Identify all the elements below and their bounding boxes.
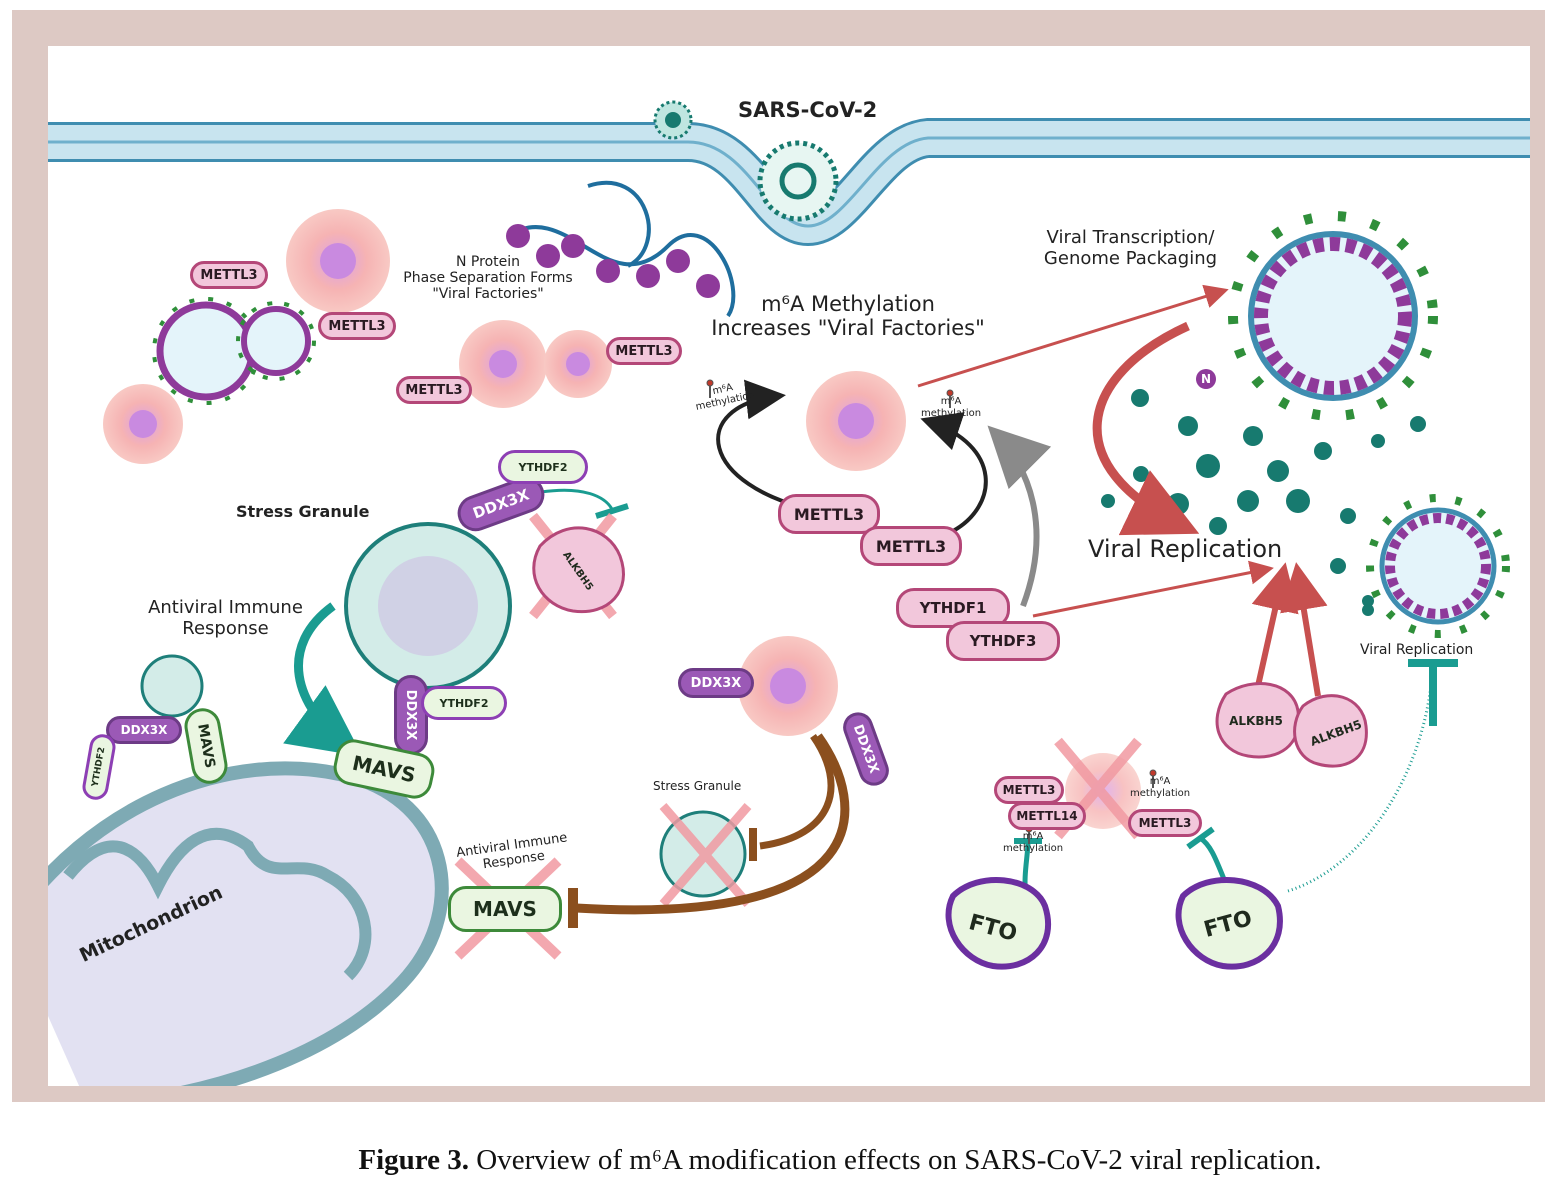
m6a-title-line-2: Increases "Viral Factories" [711, 316, 985, 341]
m6a-tag-fto-right-line-2: methylation [1130, 787, 1191, 799]
n-protein-line-3: "Viral Factories" [432, 286, 544, 303]
m6a-tag-right: m⁶A methylation [921, 396, 981, 419]
mettl3-pill-top-1: METTL3 [190, 261, 268, 289]
n-protein-rna-cluster-icon [506, 181, 736, 318]
antiviral-line-2: Response [182, 617, 269, 639]
virion-left-2-icon [236, 301, 316, 381]
alkbh5-blob-icon [532, 526, 1368, 768]
replication-arrows [917, 284, 1328, 697]
stress-granule-small-label: Stress Granule [653, 779, 742, 793]
viral-factory-center-icon [806, 371, 906, 471]
mettl3-pill-top-3: METTL3 [396, 376, 472, 404]
virion-small-icon [653, 100, 693, 140]
stress-granule-inhibited-icon [659, 803, 752, 907]
virion-swarm-icon [1101, 389, 1426, 616]
virion-medium-right-icon [1366, 494, 1510, 638]
viral-factory-1-icon [286, 209, 390, 313]
m6a-methylation-title: m⁶A Methylation Increases "Viral Factori… [698, 292, 998, 340]
m6a-tag-fto-left: m⁶A methylation [1003, 831, 1063, 854]
caption-text: Overview of m⁶A modification effects on … [476, 1144, 1322, 1176]
viral-factory-3-icon [544, 330, 612, 398]
m6a-tag-right-line-1: m⁶A [940, 396, 962, 407]
mettl3-pill-cycle-2: METTL3 [860, 526, 962, 566]
n-protein-line-1: N Protein [456, 254, 520, 270]
mettl3-pill-top-4: METTL3 [606, 337, 682, 365]
immune-response-arrows [283, 488, 629, 757]
viral-factory-2-icon [459, 320, 547, 408]
m6a-tag-fto-right: m⁶A methylation [1130, 776, 1190, 799]
m6a-tag-fto-right-line-1: m⁶A [1149, 776, 1171, 787]
mettl14-pill-fto: METTL14 [1008, 802, 1086, 830]
virion-large-right-icon [1228, 211, 1438, 421]
viral-factory-ddx3x-icon [738, 636, 838, 736]
m6a-tag-fto-left-line-1: m⁶A [1022, 831, 1044, 842]
viral-replication-label: Viral Replication [1088, 535, 1283, 563]
stress-granule-small-icon [140, 654, 204, 718]
caption-figure-label: Figure 3. [358, 1144, 470, 1176]
mettl3-pill-fto-right: METTL3 [1128, 809, 1202, 837]
ythdf3-pill: YTHDF3 [946, 621, 1060, 661]
ythdf2-pill-mavs: YTHDF2 [421, 686, 507, 720]
n-protein-badge: N [1196, 369, 1216, 389]
fto-blob-icon [945, 877, 1283, 970]
ddx3x-pill-mavs: DDX3X [394, 675, 428, 755]
mettl3-pill-cycle-1: METTL3 [778, 494, 880, 534]
ythdf2-pill-sg: YTHDF2 [498, 450, 588, 484]
stress-granule-icon [344, 522, 512, 690]
n-protein-line-2: Phase Separation Forms [403, 270, 573, 287]
antiviral-response-label: Antiviral Immune Response [133, 597, 318, 639]
methylation-cycle-arrows [716, 379, 1052, 608]
viral-transcription-line-2: Genome Packaging [1043, 247, 1218, 269]
methylation-pin-icons [706, 379, 1157, 844]
virion-large-icon [757, 140, 839, 222]
m6a-tag-right-line-2: methylation [921, 407, 982, 419]
inhibition-arrows [568, 733, 850, 928]
mavs-pill-inhibited: MAVS [448, 886, 562, 932]
viral-replication-small-label: Viral Replication [1360, 642, 1474, 658]
ddx3x-pill-factory-left: DDX3X [678, 668, 754, 698]
stress-granule-label: Stress Granule [236, 502, 370, 521]
viral-transcription-line-1: Viral Transcription/ [1046, 227, 1215, 248]
virus-label: SARS-CoV-2 [738, 98, 878, 122]
viral-factory-4-icon [103, 384, 183, 464]
m6a-tag-fto-left-line-2: methylation [1003, 842, 1064, 854]
virion-left-1-icon [152, 297, 260, 405]
mettl3-pill-fto: METTL3 [994, 776, 1064, 804]
mitochondrion-icon [48, 761, 449, 1086]
antiviral-line-1: Antiviral Immune [148, 597, 303, 618]
alkbh5-label-1: ALKBH5 [1229, 714, 1283, 728]
mettl3-pill-top-2: METTL3 [318, 312, 396, 340]
diagram-panel: SARS-CoV-2 N Protein Phase Separation Fo… [48, 46, 1530, 1086]
cell-membrane [48, 118, 1530, 247]
ddx3x-pill-small: DDX3X [106, 716, 182, 744]
m6a-title-line-1: m⁶A Methylation [761, 292, 935, 316]
diagram-canvas [48, 100, 1530, 1086]
n-protein-label: N Protein Phase Separation Forms "Viral … [383, 254, 593, 302]
viral-transcription-label: Viral Transcription/ Genome Packaging [1033, 227, 1228, 269]
figure-caption: Figure 3. Overview of m⁶A modification e… [0, 1144, 1560, 1177]
figure-frame: SARS-CoV-2 N Protein Phase Separation Fo… [12, 10, 1545, 1102]
